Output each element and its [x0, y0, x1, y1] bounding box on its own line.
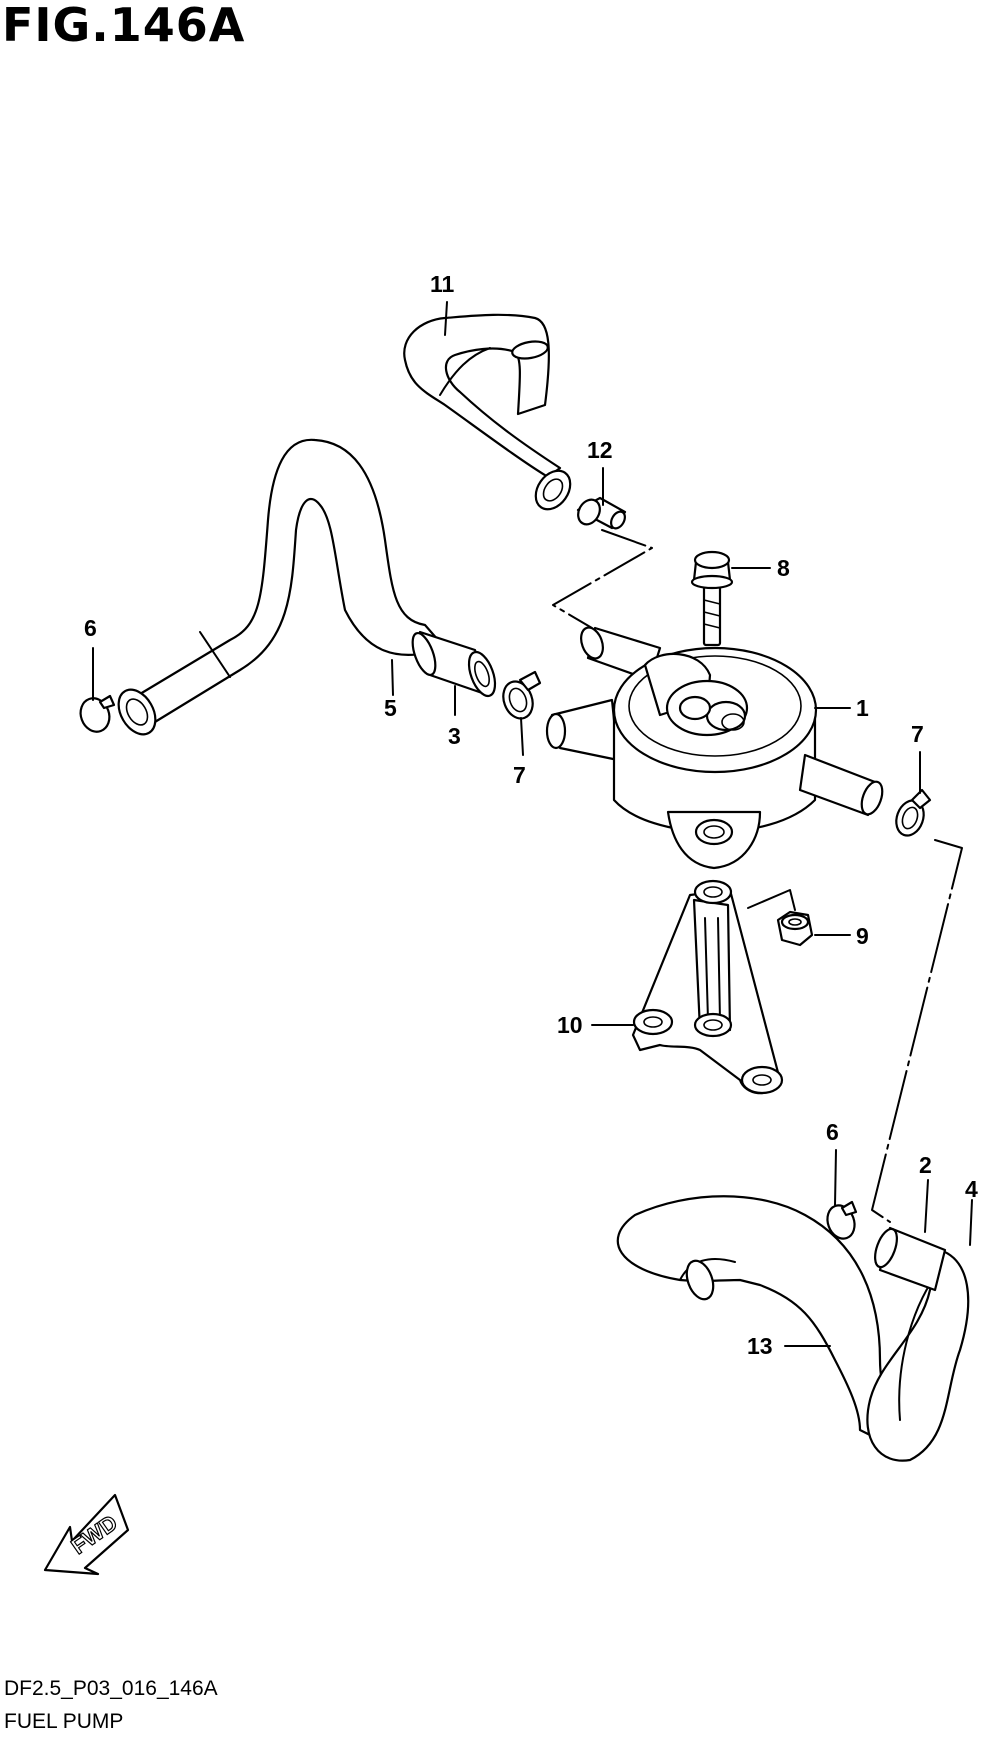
figure-code: DF2.5_P03_016_146A	[4, 1677, 218, 1700]
part-10-bracket	[631, 879, 784, 1095]
callout-6-upper: 6	[84, 615, 97, 641]
callout-6-lower: 6	[826, 1119, 839, 1145]
callout-13: 13	[747, 1333, 773, 1359]
part-2-sleeve	[874, 1226, 947, 1292]
callout-10: 10	[557, 1012, 583, 1038]
figure-title: FIG.146A	[2, 0, 246, 52]
part-6-clip-lower	[826, 1200, 858, 1240]
callout-3: 3	[448, 723, 461, 749]
callout-8: 8	[777, 555, 790, 581]
callout-5: 5	[384, 695, 397, 721]
part-12-pipe	[576, 496, 627, 530]
callout-7-right: 7	[911, 721, 924, 747]
part-7-clamp-right	[895, 788, 932, 837]
part-11-hose	[403, 313, 572, 511]
callout-12: 12	[587, 437, 613, 463]
part-8-bolt	[690, 550, 771, 647]
callout-9: 9	[856, 923, 869, 949]
part-6-clip	[79, 694, 116, 733]
part-3-sleeve	[411, 630, 497, 698]
part-13-hose	[616, 1195, 890, 1442]
part-9-nut	[776, 910, 814, 947]
callout-11: 11	[430, 271, 455, 297]
leader-lines	[92, 301, 973, 1347]
callout-4: 4	[965, 1176, 978, 1202]
part-7-clamp-left	[502, 670, 542, 720]
connector-lines	[552, 529, 963, 1223]
fwd-arrow: FWD	[43, 1493, 130, 1576]
callout-labels: 1 2 3 4 5 6 6 7 7 8 9 10 11 12 13	[84, 271, 978, 1359]
callout-7-left: 7	[513, 762, 526, 788]
callout-1: 1	[856, 695, 869, 721]
figure-name: FUEL PUMP	[4, 1710, 124, 1733]
part-1-fuel-pump	[545, 626, 884, 870]
part-5-hose	[117, 438, 447, 736]
callout-2: 2	[919, 1152, 932, 1178]
